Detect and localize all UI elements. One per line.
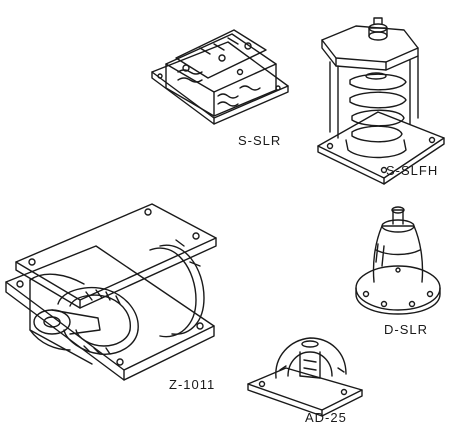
z-1011-mount-drawing: [5, 203, 217, 381]
d-slr-mount-drawing: [355, 206, 441, 315]
label-d-slr: D-SLR: [384, 322, 429, 337]
label-z-1011: Z-1011: [169, 377, 216, 392]
label-s-slr: S-SLR: [238, 133, 282, 148]
label-ad-25: AD-25: [305, 410, 347, 425]
s-slfh-mount-drawing: [317, 17, 445, 185]
s-slr-mount-drawing: [151, 29, 289, 125]
label-s-slfh: S-SLFH: [386, 163, 439, 178]
ad-25-mount-drawing: [247, 337, 363, 417]
